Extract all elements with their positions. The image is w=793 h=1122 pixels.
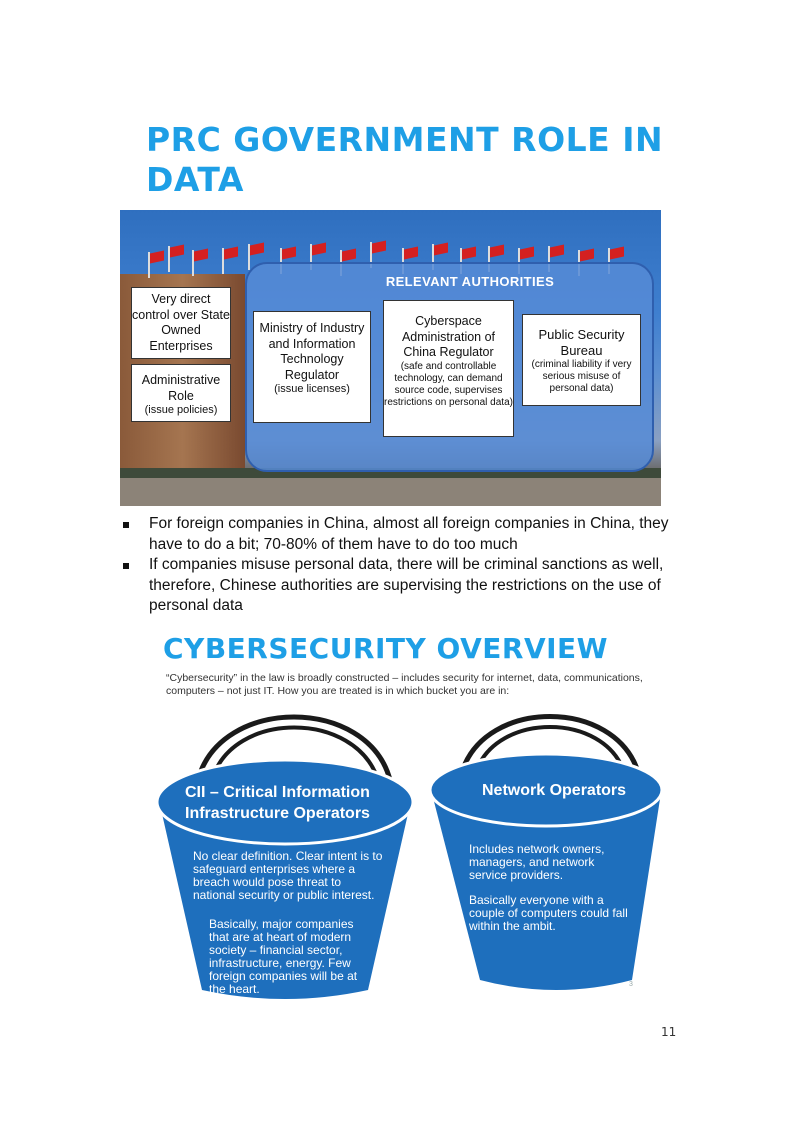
direct-control-box: Very direct control over State Owned Ent… (131, 287, 231, 359)
administrative-role-sub: (issue policies) (132, 404, 230, 416)
cac-box: Cyberspace Administration of China Regul… (383, 300, 514, 437)
cac-text: Cyberspace Administration of China Regul… (384, 314, 513, 361)
cybersecurity-intro: “Cybersecurity” in the law is broadly co… (166, 672, 646, 698)
notes-bullet-list: For foreign companies in China, almost a… (120, 514, 690, 617)
psb-sub: (criminal liability if very serious misu… (523, 359, 640, 395)
administrative-role-box: Administrative Role (issue policies) (131, 364, 231, 422)
psb-box: Public Security Bureau (criminal liabili… (522, 314, 641, 406)
plaza-ground (120, 478, 661, 506)
bullet-item: For foreign companies in China, almost a… (120, 514, 690, 555)
slide1-title: PRC GOVERNMENT ROLE IN DATA (146, 120, 706, 200)
miit-sub: (issue licenses) (254, 383, 370, 395)
cii-bucket-text1: No clear definition. Clear intent is to … (193, 850, 383, 902)
network-bucket-text1: Includes network owners, managers, and n… (469, 843, 629, 882)
miit-box: Ministry of Industry and Information Tec… (253, 311, 371, 423)
administrative-role-text: Administrative Role (132, 373, 230, 404)
miit-text: Ministry of Industry and Information Tec… (254, 321, 370, 383)
cii-bucket-text2: Basically, major companies that are at h… (209, 918, 369, 996)
page-number: 11 (661, 1025, 676, 1039)
cii-bucket-title: CII – Critical Information Infrastructur… (185, 782, 390, 824)
network-bucket-title: Network Operators (482, 781, 652, 801)
direct-control-text: Very direct control over State Owned Ent… (132, 292, 230, 354)
slide-number: 3 (629, 981, 633, 988)
psb-text: Public Security Bureau (523, 327, 640, 359)
relevant-authorities-title: RELEVANT AUTHORITIES (370, 274, 570, 289)
network-bucket-text2: Basically everyone with a couple of comp… (469, 894, 629, 933)
cac-sub: (safe and controllable technology, can d… (384, 361, 513, 409)
authorities-photo: RELEVANT AUTHORITIES Very direct control… (120, 210, 661, 506)
slide2-title: CYBERSECURITY OVERVIEW (163, 632, 608, 665)
bullet-item: If companies misuse personal data, there… (120, 555, 690, 617)
